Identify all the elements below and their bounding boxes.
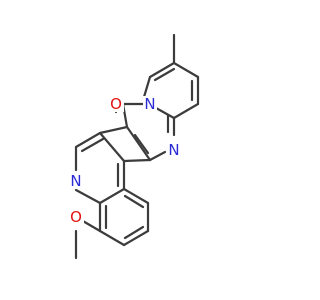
molecule-structure-diagram: N N N O O (68, 33, 200, 260)
atom-n-bridgehead: N (143, 95, 157, 113)
bond (98, 229, 126, 247)
bond (122, 158, 152, 163)
atom-label: N (144, 95, 155, 113)
bond (125, 125, 152, 162)
atom-label: O (70, 208, 82, 226)
bond-double-inner (80, 137, 105, 153)
bond-double-inner (153, 67, 176, 82)
bond-double-inner (123, 194, 145, 209)
atom-n-pyrimidine: N (166, 141, 180, 159)
atom-label: N (70, 172, 81, 190)
atom-label: N (168, 141, 179, 159)
bond-double-inner (123, 225, 145, 240)
bond-double-inner (133, 133, 150, 155)
bond (148, 61, 176, 79)
bond (98, 187, 126, 205)
bond (74, 131, 102, 149)
atom-o-carbonyl: O (108, 95, 124, 113)
bond (74, 188, 102, 205)
bond (154, 106, 176, 120)
bond (148, 150, 167, 162)
bond (98, 125, 129, 135)
atom-label: O (110, 95, 122, 113)
atom-n-quinoline: N (69, 172, 83, 190)
atom-labels: N N N O O (68, 95, 180, 226)
bond (142, 75, 152, 99)
bond (172, 102, 200, 120)
atom-o-methoxy: O (68, 208, 84, 226)
bond (122, 229, 150, 247)
bond (122, 187, 150, 205)
bond (98, 131, 126, 163)
bond (172, 61, 200, 79)
